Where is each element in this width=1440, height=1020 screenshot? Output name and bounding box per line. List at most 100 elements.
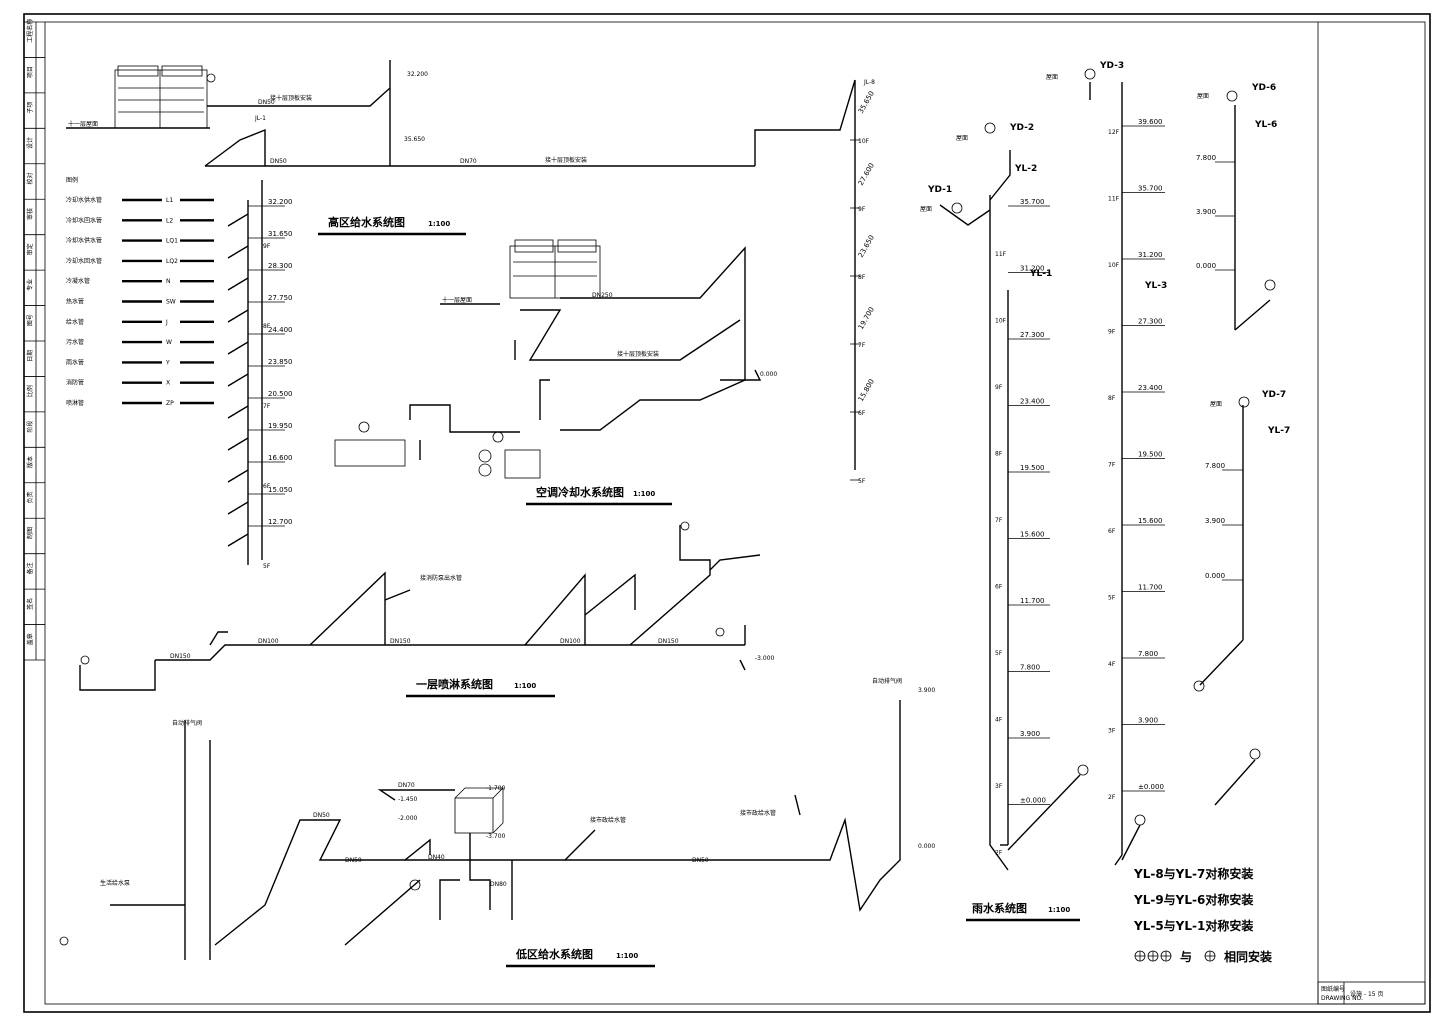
drain-symbol-icons [1134, 950, 1216, 962]
svg-text:接十层顶板安装: 接十层顶板安装 [617, 350, 659, 358]
svg-text:YL-1: YL-1 [1029, 269, 1052, 279]
note-4: 与 [1180, 950, 1192, 964]
svg-text:DN80: DN80 [490, 881, 507, 888]
title-block-cell [1317, 981, 1426, 1005]
yl1-elevation: 31.200 [1020, 265, 1045, 273]
yl1-elevation: 35.700 [1020, 198, 1045, 206]
ac-cooling-system: 十一层屋面 0.000 接十层顶板安装 DN250 [334, 239, 777, 479]
side-strip-cell: 设计 [26, 137, 34, 149]
yl3-floor: 7F [1108, 462, 1116, 469]
svg-text:-3.700: -3.700 [486, 833, 506, 840]
side-strip-cell: 盖章 [26, 633, 34, 645]
note-1: YL-8与YL-7对称安装 [1133, 866, 1253, 881]
yl1-elevation: 19.500 [1020, 464, 1045, 472]
svg-text:YD-3: YD-3 [1099, 61, 1124, 71]
svg-text:屋面: 屋面 [1197, 93, 1209, 100]
legend-item-code: L1 [166, 197, 173, 204]
svg-text:-1.450: -1.450 [398, 796, 418, 803]
svg-text:DN70: DN70 [398, 782, 415, 789]
jl8-floor: 5F [858, 478, 866, 485]
jl8-riser: 10F9F8F7F6F5F35.65027.60023.65019.70015.… [850, 90, 876, 485]
svg-text:-3.000: -3.000 [755, 655, 775, 662]
note-3: YL-5与YL-1对称安装 [1133, 918, 1253, 933]
svg-text:-1.700: -1.700 [486, 785, 506, 792]
riser-elevation: 16.600 [268, 454, 293, 462]
riser-floor: 6F [263, 483, 271, 490]
riser-floor: 8F [263, 323, 271, 330]
svg-text:DN150: DN150 [658, 638, 679, 645]
jl8-elevation: 27.600 [857, 162, 876, 187]
riser-elevation: 27.750 [268, 294, 293, 302]
svg-text:屋面: 屋面 [1210, 401, 1222, 408]
legend-item-code: L2 [166, 217, 173, 224]
drawing-no-label: 图纸编号 [1321, 985, 1345, 993]
scale-ac-cooling: 1:100 [633, 490, 655, 498]
rain-system: YD-3 YD-2 YL-2 YD-1 YL-1 YL-3 YD-6 YL-6 … [920, 61, 1290, 871]
svg-text:35.650: 35.650 [404, 136, 425, 143]
jl8-floor: 10F [858, 138, 870, 145]
yl7-elevation: 0.000 [1205, 572, 1225, 580]
legend-item-name: 冷却水供水管 [66, 237, 102, 245]
legend-item-name: 消防管 [66, 379, 84, 387]
yl3-elevation: 31.200 [1138, 251, 1163, 259]
svg-text:-2.000: -2.000 [398, 815, 418, 822]
yl3-floor: 2F [1108, 794, 1116, 801]
yl1-elevation: 7.800 [1020, 664, 1040, 672]
side-strip-cell: 图号 [27, 314, 34, 326]
yl3-elevation: 15.600 [1138, 517, 1163, 525]
scale-rain: 1:100 [1048, 906, 1070, 914]
jl8-elevation: 15.800 [857, 378, 876, 403]
svg-text:DN50: DN50 [258, 99, 275, 106]
yl6-elevation: 7.800 [1196, 154, 1216, 162]
svg-text:接市政给水管: 接市政给水管 [590, 816, 626, 824]
svg-text:3.900: 3.900 [918, 687, 935, 694]
svg-text:YD-7: YD-7 [1261, 390, 1286, 400]
riser-elevation: 24.400 [268, 326, 293, 334]
jl8-floor: 8F [858, 274, 866, 281]
side-strip-cell: 审定 [26, 243, 34, 255]
legend-item-code: J [165, 319, 168, 326]
yl1-elevation: ±0.000 [1020, 797, 1046, 805]
riser-elevation: 32.200 [268, 198, 293, 206]
yl1-elevation: 11.700 [1020, 597, 1045, 605]
installation-notes: YL-8与YL-7对称安装 YL-9与YL-6对称安装 YL-5与YL-1对称安… [1133, 866, 1272, 964]
yl1-floor: 7F [995, 517, 1003, 524]
side-strip-cell: 子项 [27, 102, 34, 114]
legend-item-code: LQ1 [166, 238, 178, 245]
title-rain: 雨水系统图 [972, 901, 1027, 915]
yl3-floor: 10F [1108, 262, 1120, 269]
cooling-tower-top: 十一层屋面 [66, 65, 216, 129]
svg-text:生活给水泵: 生活给水泵 [100, 879, 130, 887]
legend-item-code: Y [165, 359, 170, 366]
yl3-elevation: ±0.000 [1138, 783, 1164, 791]
yl1-elevation: 3.900 [1020, 730, 1040, 738]
outer-border [23, 13, 1431, 1013]
riser-elevation: 31.650 [268, 230, 293, 238]
svg-text:JL-1: JL-1 [254, 115, 266, 122]
title-low-zone: 低区给水系统图 [515, 947, 593, 961]
yl1-floor: 5F [995, 650, 1003, 657]
svg-text:DN50: DN50 [692, 857, 709, 864]
yl3-floor: 6F [1108, 528, 1116, 535]
yl3-elevation: 19.500 [1138, 451, 1163, 459]
yl1-floor: 2F [995, 850, 1003, 857]
drawing-no-label-en: DRAWING NO. [1321, 995, 1363, 1002]
jl8-elevation: 35.650 [857, 90, 876, 115]
yl1-floor: 11F [995, 251, 1007, 258]
svg-text:自动排气阀: 自动排气阀 [872, 677, 902, 685]
svg-text:YD-6: YD-6 [1251, 83, 1276, 93]
side-strip-cell: 制图 [26, 527, 34, 539]
side-strip-cell: 阶段 [26, 421, 34, 433]
svg-text:接十层顶板安装: 接十层顶板安装 [545, 156, 587, 164]
legend-item-name: 冷凝水管 [66, 277, 90, 285]
yl1-elevation: 23.400 [1020, 398, 1045, 406]
yl6-elevation: 0.000 [1196, 262, 1216, 270]
svg-text:自动排气阀: 自动排气阀 [172, 719, 202, 727]
svg-text:YL-3: YL-3 [1144, 281, 1167, 291]
yl1-floor: 6F [995, 584, 1003, 591]
side-strip-cell: 比例 [26, 385, 34, 397]
jl8-floor: 6F [858, 410, 866, 417]
yl7-elevation: 3.900 [1205, 517, 1225, 525]
